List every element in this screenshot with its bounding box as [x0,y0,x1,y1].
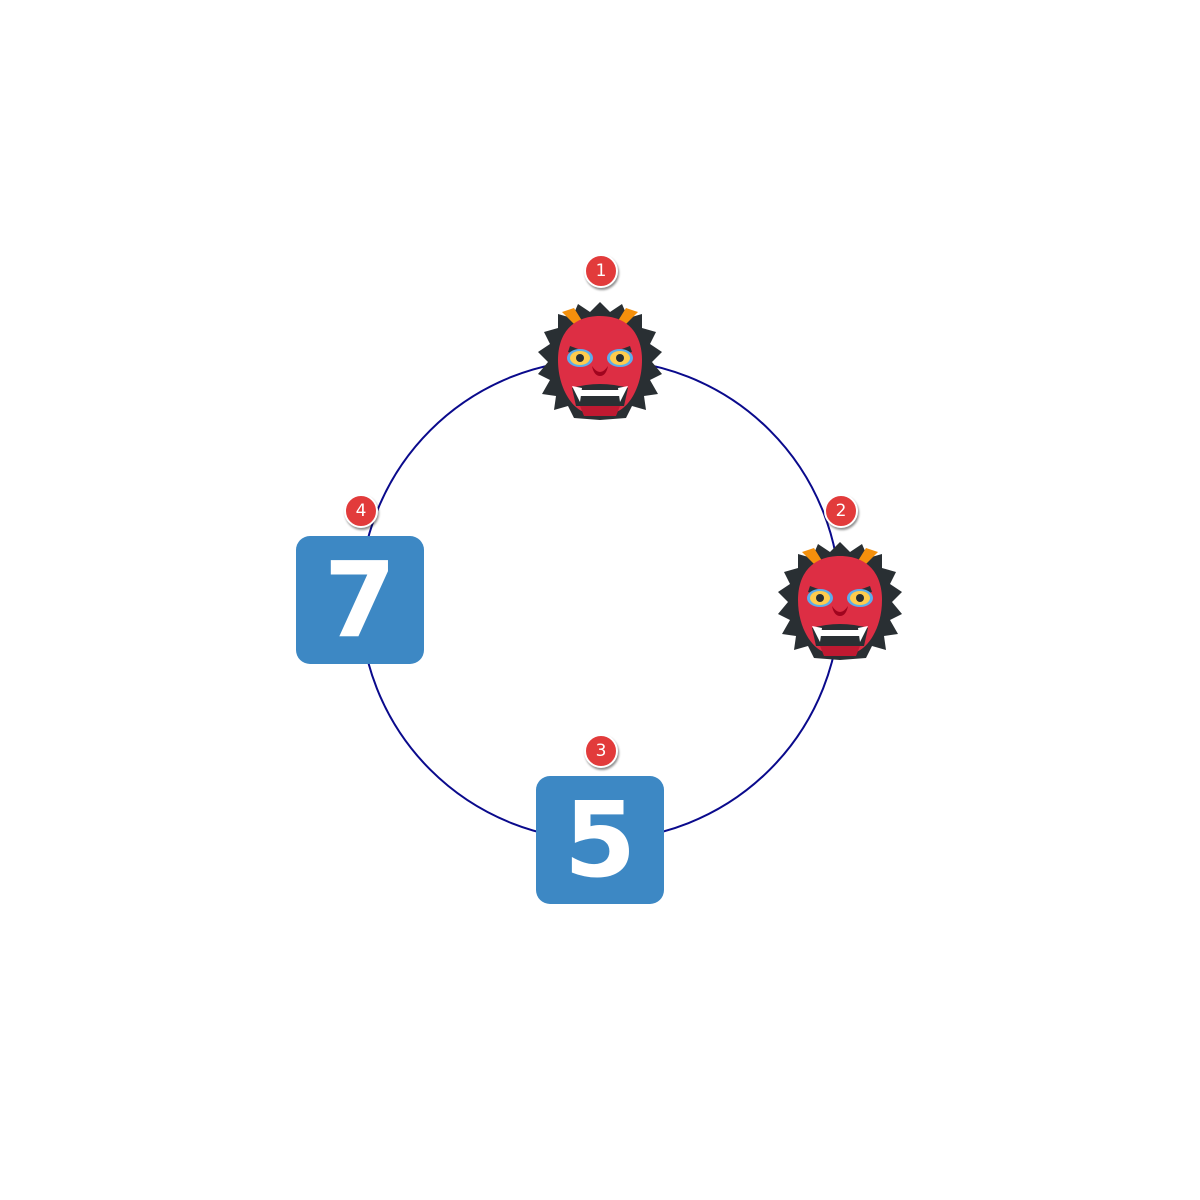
ring-node-3[interactable]: 5 3 [536,734,664,904]
ring-node-1[interactable]: 1 [536,254,664,424]
number-tile-label: 5 [563,779,637,901]
number-tile-label: 7 [323,539,397,661]
ring-node-4[interactable]: 7 4 [296,494,424,664]
order-badge: 4 [344,494,378,528]
order-badge: 2 [824,494,858,528]
order-badge: 1 [584,254,618,288]
ogre-icon [538,302,662,420]
ring-node-2[interactable]: 2 [776,494,904,664]
order-badge: 3 [584,734,618,768]
number-tile [536,776,664,904]
number-tile [296,536,424,664]
ogre-icon [778,542,902,660]
